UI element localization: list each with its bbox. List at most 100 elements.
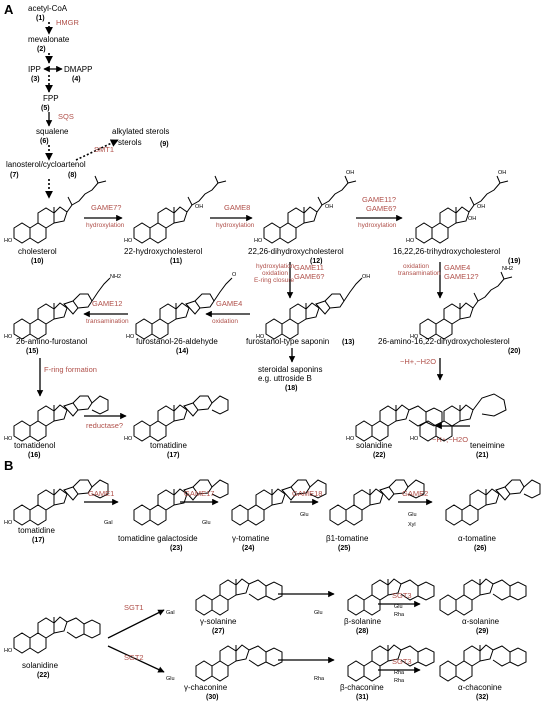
compound-name: furostanol-type saponin	[246, 337, 329, 346]
compound-number: (20)	[508, 348, 520, 355]
enzyme-label: GAME17	[184, 489, 214, 498]
compound-name: DMAPP	[64, 65, 92, 74]
compound-number: (22)	[373, 452, 385, 459]
structure-solanidine-b: HO	[4, 616, 101, 654]
compound-name: IPP	[28, 65, 41, 74]
svg-text:Glu: Glu	[314, 610, 323, 616]
reaction-label: oxidation	[403, 263, 429, 270]
enzyme-label: GAME6?	[366, 204, 396, 213]
structure-furostanol-saponin: HO OH	[256, 274, 370, 340]
compound-number: (6)	[40, 138, 49, 145]
compound-number: (1)	[36, 15, 45, 22]
compound-name: 16,22,26-trihydroxycholesterol	[393, 247, 500, 256]
enzyme-label: GAME12	[92, 299, 122, 308]
svg-text:Rha: Rha	[314, 676, 325, 682]
svg-text:HO: HO	[124, 238, 133, 244]
svg-text:HO: HO	[4, 648, 13, 654]
structure-gamma-chaconine: Glu	[166, 644, 283, 682]
compound-name: acetyl-CoA	[28, 4, 68, 13]
compound-number: (5)	[41, 105, 50, 112]
compound-number: (26)	[474, 545, 486, 552]
reaction-label: oxidation	[262, 270, 288, 277]
svg-text:HO: HO	[256, 334, 265, 340]
enzyme-label: SQS	[58, 112, 74, 121]
reaction-label: hydroxylation	[358, 222, 397, 229]
svg-text:Glu: Glu	[166, 676, 175, 682]
enzyme-label: SGT1	[124, 603, 144, 612]
compound-name: mevalonate	[28, 35, 70, 44]
enzyme-label: GAME1	[88, 489, 114, 498]
svg-text:Rha: Rha	[394, 612, 405, 618]
reaction-label: hydroxylation	[216, 222, 255, 229]
compound-name: γ-chaconine	[184, 683, 228, 692]
compound-name: 22-hydroxycholesterol	[124, 247, 202, 256]
compound-number: (21)	[476, 452, 488, 459]
structure-tomatidine: HO	[124, 395, 229, 442]
compound-name: γ-tomatine	[232, 534, 270, 543]
compound-number: (7)	[10, 172, 19, 179]
structure-gamma-tomatine: Glu	[202, 479, 327, 526]
svg-text:OH: OH	[477, 204, 485, 210]
compound-name: solanidine	[22, 661, 59, 670]
structure-alpha-solanine: Glu Rha	[394, 578, 527, 618]
compound-name: 26-amino-furostanol	[16, 337, 87, 346]
compound-name: squalene	[36, 127, 69, 136]
structure-22-26-dihydroxycholesterol: HO OH OH	[254, 170, 357, 244]
enzyme-label: SGT3	[392, 591, 412, 600]
compound-name: tomatidine	[150, 441, 187, 450]
compound-name: α-solanine	[462, 617, 500, 626]
structure-beta1-tomatine: Glu	[300, 479, 425, 526]
compound-name: 26-amino-16,22-dihydroxycholesterol	[378, 337, 510, 346]
compound-name: solanidine	[356, 441, 393, 450]
structure-alpha-tomatine: Glu Xyl	[408, 479, 541, 528]
compound-name: 22,26-dihydroxycholesterol	[248, 247, 344, 256]
structure-tomatidine-b: HO	[4, 479, 109, 526]
structure-furostanol-26-aldehyde: HO O	[126, 272, 237, 340]
enzyme-label: −H+,−H2O	[400, 357, 436, 366]
svg-text:HO: HO	[4, 334, 13, 340]
enzyme-label: GAME12?	[444, 272, 479, 281]
compound-name: tomatidenol	[14, 441, 56, 450]
svg-text:HO: HO	[254, 238, 263, 244]
reaction-label: oxidation	[212, 318, 238, 325]
svg-text:HO: HO	[126, 334, 135, 340]
compound-name: α-tomatine	[458, 534, 497, 543]
svg-text:HO: HO	[410, 436, 419, 442]
compound-name: furostanol-26-aldehyde	[136, 337, 218, 346]
compound-name: β-chaconine	[340, 683, 384, 692]
structure-16-22-26-trihydroxycholesterol: HO OH OH OH	[406, 170, 509, 244]
compound-number: (10)	[31, 258, 43, 265]
compound-number: (14)	[176, 348, 188, 355]
compound-number: (8)	[68, 172, 77, 179]
svg-text:HO: HO	[124, 436, 133, 442]
svg-text:NH2: NH2	[110, 274, 121, 280]
enzyme-label: GAME18	[292, 489, 322, 498]
enzyme-label: GAME4	[216, 299, 242, 308]
svg-text:Gal: Gal	[104, 520, 113, 526]
structure-beta-solanine: Glu	[314, 578, 435, 616]
enzyme-label: GAME6?	[294, 272, 324, 281]
svg-text:OH: OH	[498, 170, 506, 176]
structure-26-amino-16-22-dihydroxycholesterol: HO NH2	[410, 266, 513, 340]
enzyme-label: −H+,−H2O	[432, 435, 468, 444]
compound-number: (32)	[476, 694, 488, 701]
reaction-label: E-ring closure	[254, 277, 294, 284]
structure-tomatidenol: HO	[4, 395, 109, 442]
reaction-label: hydroxylation	[256, 263, 295, 270]
compound-number: (3)	[31, 76, 40, 83]
compound-number: (24)	[242, 545, 254, 552]
reaction-label: transamination	[86, 318, 129, 325]
structure-solanidine-a: HO	[346, 404, 443, 442]
compound-number: (29)	[476, 628, 488, 635]
panel-b-label: B	[4, 458, 13, 473]
svg-text:Rha: Rha	[394, 670, 405, 676]
reaction-label: hydroxylation	[86, 222, 125, 229]
structure-22-hydroxycholesterol: HO OH	[124, 175, 227, 244]
panel-a-label: A	[4, 2, 14, 17]
compound-name: β1-tomatine	[326, 534, 369, 543]
compound-name: lanosterol/cycloartenol	[6, 160, 86, 169]
structure-cholesterol: HO	[4, 175, 107, 244]
compound-number: (19)	[508, 258, 520, 265]
enzyme-label: GAME8	[224, 203, 250, 212]
